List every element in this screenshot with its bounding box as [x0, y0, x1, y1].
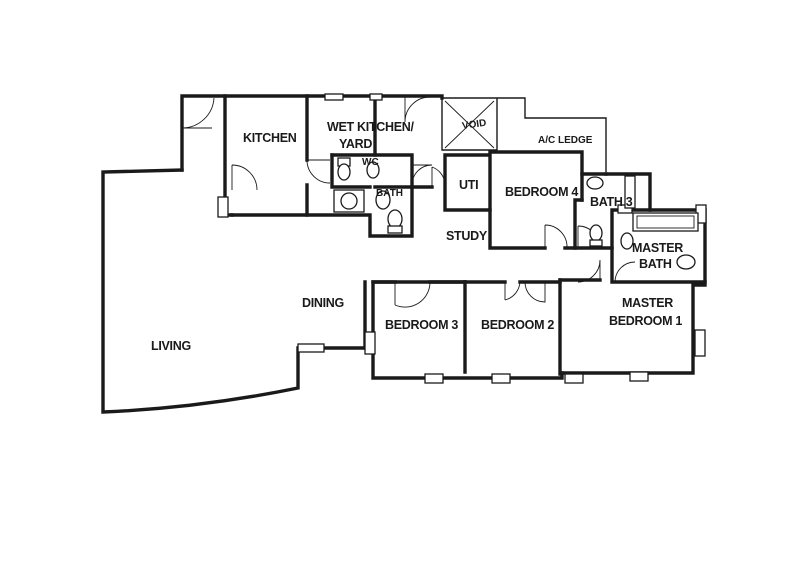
- label-bedroom-3: BEDROOM 3: [385, 318, 458, 332]
- label-ac-ledge: A/C LEDGE: [538, 135, 593, 146]
- windows: [217, 93, 707, 384]
- label-dining: DINING: [302, 296, 344, 310]
- label-master-bath-2: BATH: [639, 257, 672, 271]
- exterior-walls: [101, 94, 707, 414]
- label-uti: UTI: [459, 178, 478, 192]
- label-master-bedroom-1: MASTER: [622, 296, 673, 310]
- label-bedroom-2: BEDROOM 2: [481, 318, 554, 332]
- label-kitchen: KITCHEN: [243, 131, 297, 145]
- door-swings: [181, 96, 636, 308]
- void-hatch: [444, 100, 495, 149]
- label-bath: BATH: [376, 188, 403, 199]
- label-master-bedroom-2: BEDROOM 1: [609, 314, 682, 328]
- fixtures: [333, 157, 699, 270]
- label-bath-3: BATH 3: [590, 195, 633, 209]
- label-study: STUDY: [446, 229, 488, 243]
- label-living: LIVING: [151, 339, 191, 353]
- label-yard: YARD: [339, 137, 372, 151]
- label-master-bath-1: MASTER: [632, 241, 683, 255]
- interior-walls: [223, 94, 707, 284]
- label-bedroom-4: BEDROOM 4: [505, 185, 578, 199]
- room-labels: KITCHEN WET KITCHEN/ YARD WC BATH VOID A…: [151, 118, 684, 353]
- label-wc: WC: [362, 157, 379, 168]
- label-wet-kitchen: WET KITCHEN/: [327, 120, 414, 134]
- label-void: VOID: [461, 118, 487, 132]
